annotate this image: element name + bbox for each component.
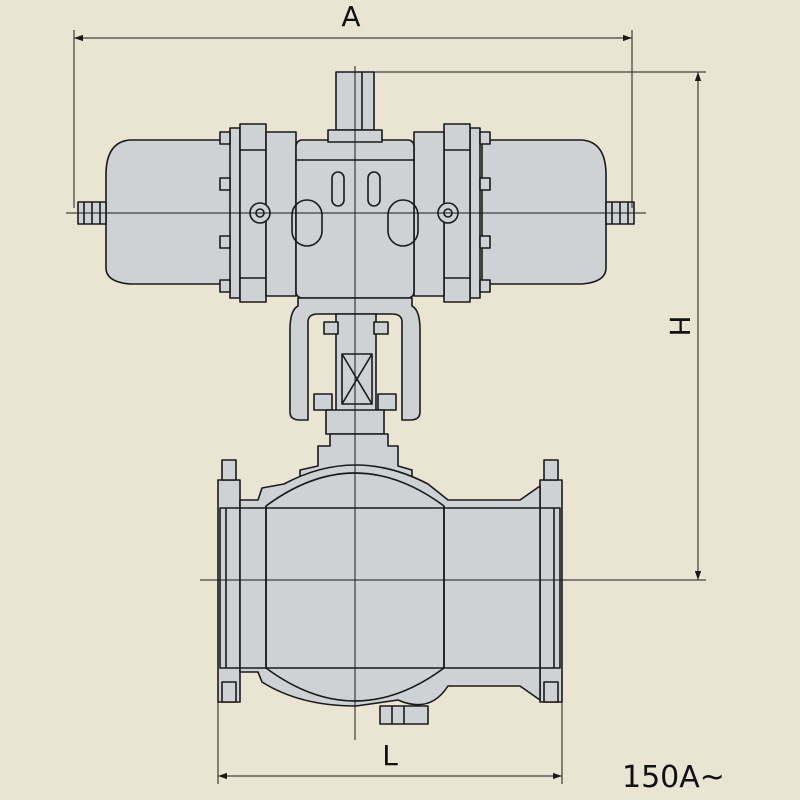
mounting-bracket bbox=[289, 297, 421, 435]
dimension-a-label: A bbox=[341, 0, 360, 33]
valve-body bbox=[217, 459, 563, 725]
dimension-l-label: L bbox=[382, 739, 398, 772]
left-cylinder bbox=[105, 139, 239, 285]
body-shell bbox=[239, 464, 541, 707]
size-note: 150A~ bbox=[622, 760, 725, 795]
dimension-lines bbox=[73, 30, 706, 784]
center-lines bbox=[66, 66, 646, 740]
actuator bbox=[77, 71, 635, 303]
right-cylinder bbox=[481, 139, 607, 285]
dimension-h-label: H bbox=[663, 315, 696, 336]
body-bore bbox=[219, 507, 561, 669]
